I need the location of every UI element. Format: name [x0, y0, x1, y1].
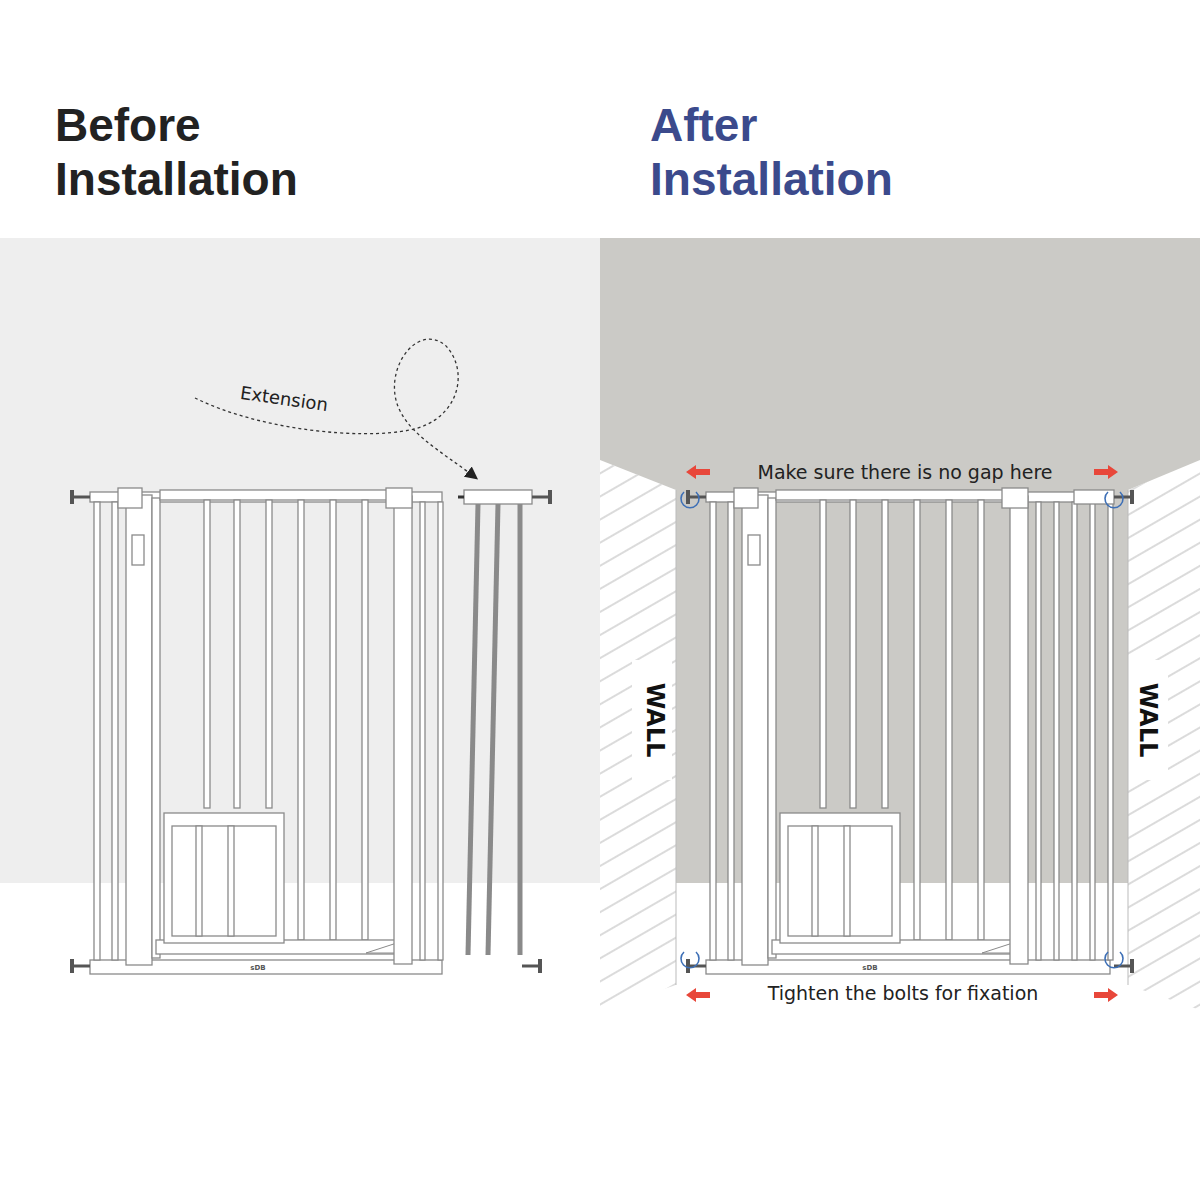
- left-wall: [600, 460, 676, 1010]
- bolt: [522, 965, 540, 968]
- gate-stroke: [1036, 502, 1041, 960]
- bolt-pad: [1130, 959, 1134, 973]
- gate-stroke: [118, 488, 142, 508]
- heading: After Installation: [650, 98, 980, 206]
- note-label: Make sure there is no gap here: [753, 461, 1056, 483]
- gate-stroke: [488, 504, 498, 955]
- gate-stroke: [386, 488, 412, 508]
- bolt-pad: [538, 959, 542, 973]
- gate-stroke: [160, 490, 410, 500]
- wall-label-ground: [632, 660, 672, 780]
- bolt: [532, 496, 550, 499]
- right-wall-hatch: [1128, 460, 1200, 1010]
- logo-text: sDB: [250, 964, 265, 972]
- gate-stroke: [946, 500, 952, 940]
- gate-stroke: [1108, 502, 1113, 960]
- gate-stroke: [742, 495, 768, 965]
- gate-stroke: [768, 498, 776, 958]
- turn-mark: [681, 952, 699, 968]
- gate-stroke: [518, 504, 523, 955]
- gate-stroke: [172, 826, 276, 936]
- bolt: [72, 965, 90, 968]
- red-arrow: [1094, 465, 1118, 479]
- gate-stroke: [438, 502, 443, 960]
- gate-stroke: [330, 500, 336, 940]
- bolt-pad: [1130, 490, 1134, 504]
- wall-edge: [676, 490, 677, 985]
- gate-stroke: [458, 496, 464, 499]
- gate-stroke: [468, 504, 478, 955]
- gate-stroke: [204, 500, 210, 808]
- gate-stroke: [266, 500, 272, 808]
- turn-mark: [1105, 952, 1123, 968]
- gate-stroke: [112, 502, 118, 960]
- gate-stroke: [1054, 502, 1059, 960]
- gate-stroke: [394, 496, 412, 964]
- gate-stroke: [1090, 502, 1095, 960]
- gate-stroke: [710, 502, 716, 960]
- gate-stroke: [728, 502, 734, 960]
- note-label: Tighten the bolts for fixation: [764, 982, 1043, 1004]
- gates: [70, 488, 1134, 974]
- gate-stroke: [196, 826, 202, 936]
- bolt-pad: [70, 959, 74, 973]
- gate-stroke: [94, 502, 100, 960]
- gate-stroke: [164, 813, 284, 943]
- red-arrow: [686, 465, 710, 479]
- gate-stroke: [234, 500, 240, 808]
- bolt-pad: [686, 490, 690, 504]
- turn-mark: [681, 492, 699, 508]
- logo-text: sDB: [862, 964, 877, 972]
- gate-stroke: [844, 826, 850, 936]
- gate-stroke: [298, 500, 304, 940]
- bolt: [688, 496, 706, 499]
- bolt: [72, 496, 90, 499]
- gate-stroke: [748, 535, 760, 565]
- gate-stroke: [914, 500, 920, 940]
- bolt-pad: [686, 959, 690, 973]
- gate-stroke: [788, 826, 892, 936]
- gate-stroke: [820, 500, 826, 808]
- gate-stroke: [132, 535, 144, 565]
- gate-stroke: [1072, 502, 1077, 960]
- gate-stroke: [776, 490, 1026, 500]
- wall-edge: [1128, 490, 1129, 985]
- wall-label: WALL: [641, 683, 669, 758]
- red-arrows: [686, 465, 1118, 1002]
- red-arrow: [686, 988, 710, 1002]
- wall-label: WALL: [1134, 683, 1162, 758]
- gate-stroke: [1002, 488, 1028, 508]
- gate-stroke: [152, 498, 160, 958]
- gate-stroke: [1010, 496, 1028, 964]
- gate-stroke: [812, 826, 818, 936]
- right-wall: [1128, 460, 1200, 1010]
- gate-stroke: [420, 502, 425, 960]
- gate-stroke: [362, 500, 368, 940]
- gate-stroke: [850, 500, 856, 808]
- wall-label-ground: [1128, 660, 1168, 780]
- gate-stroke: [780, 813, 900, 943]
- gate-stroke: [464, 490, 532, 504]
- extension-arrow: [195, 339, 476, 478]
- left-wall-hatch: [600, 460, 676, 1010]
- bolt-pad: [548, 490, 552, 504]
- gate-stroke: [734, 488, 758, 508]
- gate-stroke: [882, 500, 888, 808]
- gate-stroke: [978, 500, 984, 940]
- gate-stroke: [126, 495, 152, 965]
- gate-stroke: [228, 826, 234, 936]
- turn-mark: [1105, 492, 1123, 508]
- heading: Before Installation: [55, 98, 385, 206]
- red-arrow: [1094, 988, 1118, 1002]
- bolt-pad: [70, 490, 74, 504]
